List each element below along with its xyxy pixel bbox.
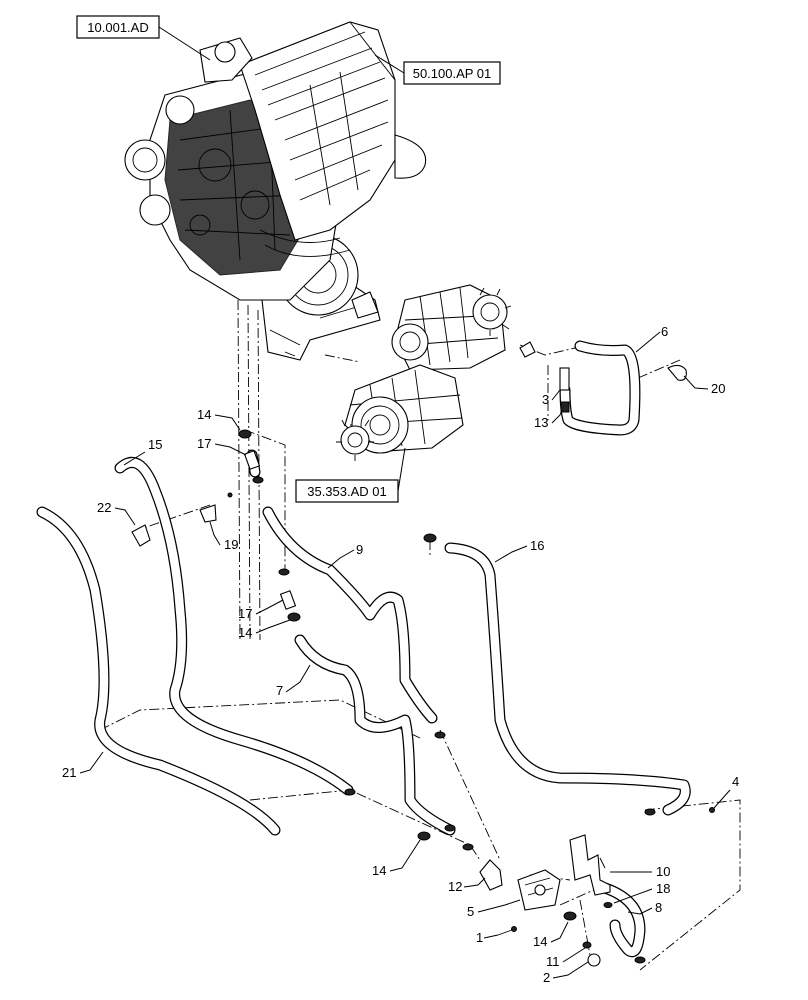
- callout-8: 8: [655, 900, 662, 915]
- hose-8: [599, 882, 646, 958]
- callout-14d: 14: [533, 934, 547, 949]
- hose-21: [36, 506, 281, 836]
- callout-9: 9: [356, 542, 363, 557]
- callout-4: 4: [732, 774, 739, 789]
- callout-21: 21: [62, 765, 76, 780]
- callout-1: 1: [476, 930, 483, 945]
- hose-9: [262, 506, 438, 724]
- drive-motor-lower: [336, 364, 464, 461]
- callout-5: 5: [467, 904, 474, 919]
- ref-motor-label: 35.353.AD 01: [307, 484, 387, 499]
- callout-16: 16: [530, 538, 544, 553]
- engine-assembly: [124, 21, 427, 361]
- fittings: [131, 341, 715, 967]
- callout-12: 12: [448, 879, 462, 894]
- callout-17a: 17: [197, 436, 211, 451]
- hose-15: [114, 457, 354, 796]
- callout-19: 19: [224, 537, 238, 552]
- centerlines: [99, 299, 741, 971]
- reference-labels: 10.001.AD 50.100.AP 01 35.353.AD 01: [76, 15, 501, 503]
- callout-14a: 14: [197, 407, 211, 422]
- hose-16: [444, 542, 691, 816]
- hose-6: [559, 340, 641, 436]
- ref-cooling-label: 50.100.AP 01: [413, 66, 492, 81]
- ref-motor-box: 35.353.AD 01: [295, 447, 406, 503]
- callout-7: 7: [276, 683, 283, 698]
- callout-15: 15: [148, 437, 162, 452]
- ref-cooling-box: 50.100.AP 01: [374, 54, 501, 85]
- drive-motor-upper: [391, 284, 512, 371]
- callout-18: 18: [656, 881, 670, 896]
- callout-14c: 14: [372, 863, 386, 878]
- callout-6: 6: [661, 324, 668, 339]
- callout-13: 13: [534, 415, 548, 430]
- callout-22: 22: [97, 500, 111, 515]
- hose-7: [294, 634, 456, 836]
- callout-2: 2: [543, 970, 550, 985]
- callout-14b: 14: [238, 625, 252, 640]
- callout-10: 10: [656, 864, 670, 879]
- ref-engine-box: 10.001.AD: [76, 15, 211, 61]
- callouts: 1 2 3 4 5 6 7 8 9 10 11 12 13 14 14 14 1: [62, 324, 739, 985]
- callout-3: 3: [542, 392, 549, 407]
- callout-17b: 17: [238, 606, 252, 621]
- callout-20: 20: [711, 381, 725, 396]
- callout-11: 11: [546, 954, 560, 969]
- ref-engine-label: 10.001.AD: [87, 20, 148, 35]
